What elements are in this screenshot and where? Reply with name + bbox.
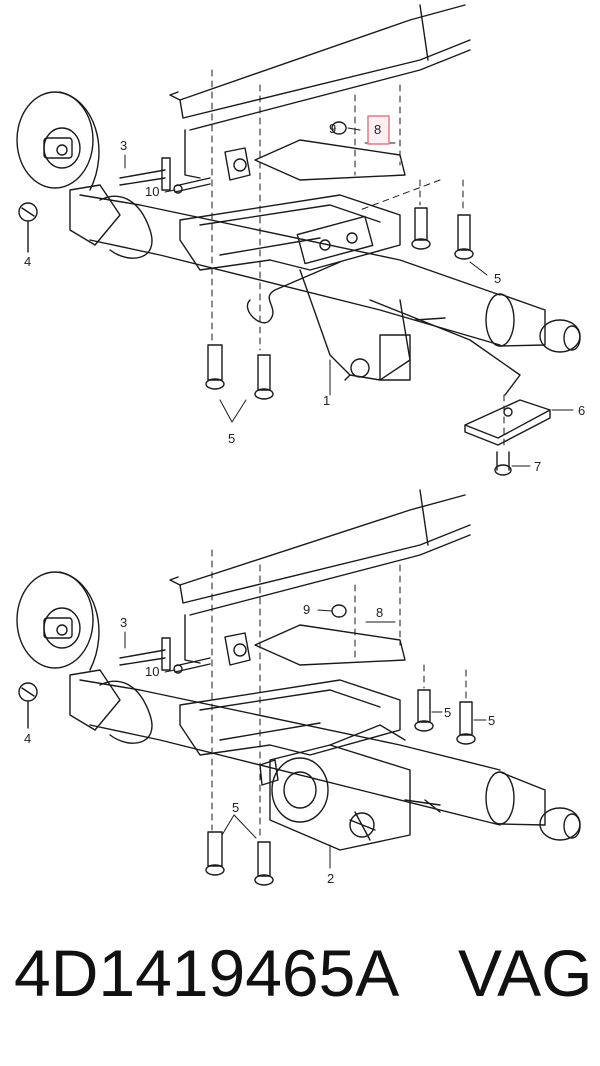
- callout-3: 3: [120, 138, 127, 153]
- spring-clip: [246, 261, 341, 324]
- brand-label: VAG: [458, 936, 593, 1010]
- callout-10: 10: [145, 184, 159, 199]
- strap: [464, 399, 551, 446]
- callout-5-right: 5: [488, 713, 495, 728]
- diagram-top: 1 3 4 5 5 6 7 8 9 10: [16, 4, 585, 476]
- callout-5-mid: 5: [444, 705, 451, 720]
- callout-7: 7: [534, 459, 541, 474]
- callout-1: 1: [323, 393, 330, 408]
- steering-hub-bottom: [16, 571, 100, 729]
- part-number: 4D1419465A: [14, 936, 400, 1010]
- dashed-lines-top: [211, 69, 505, 451]
- callout-9: 9: [329, 121, 336, 136]
- crossmember: [169, 4, 471, 179]
- callouts-bottom: 2 3 4 5 5 5 8 9 10: [24, 602, 495, 886]
- callout-5-bottom: 5: [228, 431, 235, 446]
- bolt-7: [494, 451, 512, 476]
- adjuster: [299, 269, 521, 396]
- highlight-box: [367, 115, 390, 145]
- bracket: [179, 139, 406, 271]
- bolts-top: [119, 121, 474, 400]
- column-tube-bottom: [69, 669, 581, 841]
- dashed-lines-bottom: [211, 549, 467, 841]
- leaders-bottom: [124, 609, 487, 869]
- steering-hub: [16, 91, 100, 253]
- callouts-top: 1 3 4 5 5 6 7 8 9 10: [24, 121, 585, 474]
- callout-4-bottom: 4: [24, 731, 31, 746]
- callout-6: 6: [578, 403, 585, 418]
- crossmember-bottom: [169, 489, 471, 664]
- bolts-bottom: [119, 604, 476, 886]
- callout-8-bottom: 8: [376, 605, 383, 620]
- callout-8: 8: [374, 122, 381, 137]
- callout-10-bottom: 10: [145, 664, 159, 679]
- motor-unit: [259, 724, 441, 851]
- callout-2: 2: [327, 871, 334, 886]
- leaders-top: [124, 127, 574, 467]
- bracket-bottom: [179, 624, 406, 756]
- callout-4: 4: [24, 254, 31, 269]
- callout-5-left: 5: [232, 800, 239, 815]
- callout-3-bottom: 3: [120, 615, 127, 630]
- callout-5-right: 5: [494, 271, 501, 286]
- callout-9-bottom: 9: [303, 602, 310, 617]
- diagram-bottom: 2 3 4 5 5 5 8 9 10: [16, 489, 581, 886]
